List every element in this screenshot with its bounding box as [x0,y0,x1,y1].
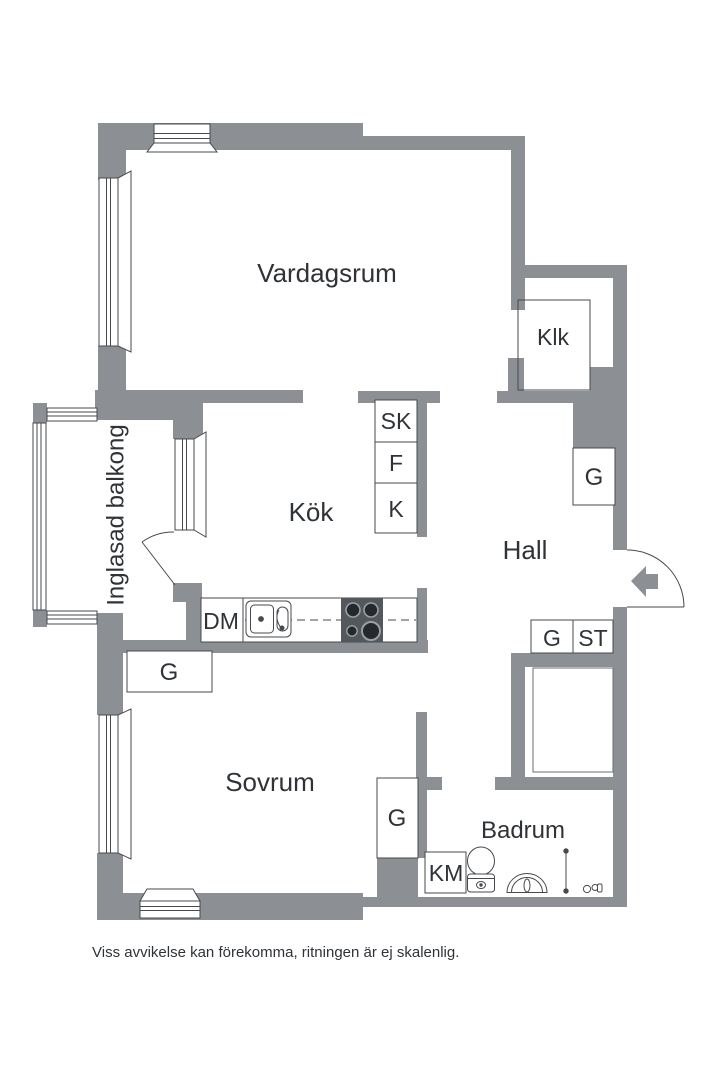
cabinet-label-f: F [389,450,403,476]
closet-st [572,619,614,654]
shaft-outline [532,667,614,773]
window-icon-balcony-bottom [46,610,98,625]
wardrobe-g-hall [572,447,616,506]
shower-rail-icon [563,848,569,894]
wardrobe-g-hall-south [530,619,574,654]
cabinet-label-sk: SK [381,408,412,434]
window-icon-kok-balcony [174,431,207,538]
cabinet-sk [374,399,418,443]
doors [141,531,685,608]
window-icon-top [145,123,219,153]
klk-closet-outline [517,299,591,391]
dishwasher-box [200,597,244,643]
wardrobe-label-g-hall-south: G [543,625,561,651]
drain-icon [582,883,603,894]
wardrobe-label-g-sovrum-right: G [388,805,407,832]
cabinet-k [374,482,418,534]
window-icon-vardagsrum-left [98,170,132,353]
window-icon-balcony-top [46,407,98,422]
room-label-balkong: Inglasad balkong [103,424,130,605]
wardrobe-g-sovrum-top [126,650,213,693]
stove-icon [341,598,383,642]
window-icon-sovrum-left [98,708,132,860]
appliance-label-dm: DM [203,608,239,634]
closet-label-st: ST [578,625,607,651]
labels: Vardagsrum Klk Inglasad balkong Kök Hall… [92,258,608,961]
window-icon-balcony-left [32,422,47,611]
entry-arrow-icon [631,566,658,597]
room-label-sovrum: Sovrum [225,767,315,797]
entry-door-icon [626,549,685,608]
fixtures [126,299,616,894]
room-label-vardagsrum: Vardagsrum [257,258,397,288]
cabinet-f [374,441,418,484]
wardrobe-g-sovrum-right [376,777,419,859]
room-label-kok: Kök [289,497,335,527]
washing-machine-box [424,851,467,894]
walls [33,123,627,920]
room-label-badrum: Badrum [481,817,565,844]
disclaimer-text: Viss avvikelse kan förekomma, ritningen … [92,944,459,961]
wardrobe-label-g-hall: G [585,464,604,491]
room-label-hall: Hall [503,535,548,565]
windows [32,123,219,919]
window-icon-sovrum-bottom [139,888,201,919]
balcony-door-icon [141,531,176,586]
washbasin-icon [506,873,548,893]
room-label-klk: Klk [537,324,569,350]
wardrobe-label-g-sovrum-top: G [160,659,179,686]
toilet-icon [467,846,495,893]
cabinet-label-k: K [388,496,404,522]
kitchen-sink-icon [245,600,292,638]
appliance-label-km: KM [429,860,464,886]
